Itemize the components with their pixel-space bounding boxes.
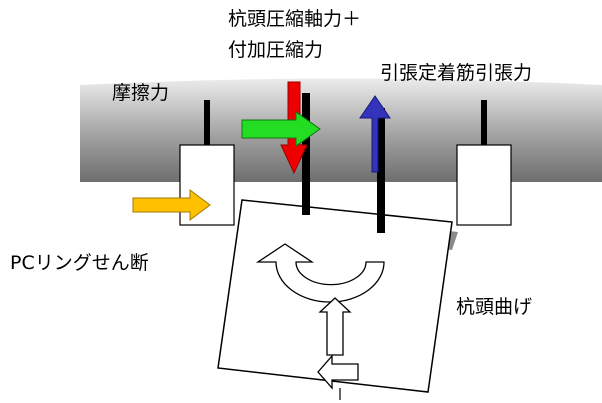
shear-arrow [132,189,211,221]
label-friction: 摩擦力 [112,82,170,104]
friction-arrow [241,111,321,147]
label-pile-head-bending: 杭頭曲げ [456,296,533,318]
bending-moment-arrow [255,243,385,303]
left-bar-stub [204,100,210,148]
base-shear-arrow [317,354,359,390]
label-pile-head-force-1: 杭頭圧縮軸力＋ [228,8,362,30]
pc-ring-right [456,144,512,226]
tension-arrow-shape [359,95,391,173]
label-pc-ring-shear: PCリングせん断 [10,252,149,274]
label-pile-head-force-2: 付加圧縮力 [228,39,324,61]
pc-ring-left [179,144,235,226]
anchor-bar-compression [302,93,310,215]
anchor-bar-tension [377,108,385,233]
axial-up-arrow [318,297,352,356]
label-anchor-tension: 引張定着筋引張力 [380,62,533,84]
right-bar-stub [481,100,487,148]
